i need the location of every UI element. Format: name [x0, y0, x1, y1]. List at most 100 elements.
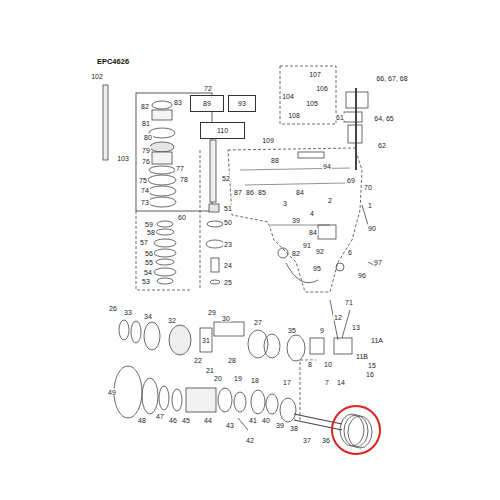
callout-number: 78: [179, 176, 189, 183]
callout-number: 44: [203, 417, 213, 424]
callout-number: 69: [346, 177, 356, 184]
callout-number: 108: [287, 112, 301, 119]
callout-number: 14: [336, 379, 346, 386]
callout-number: 25: [223, 279, 233, 286]
callout-number: 42: [245, 437, 255, 444]
callout-number: 10: [323, 361, 333, 368]
callout-number: 2: [327, 197, 333, 204]
callout-number: 70: [363, 184, 373, 191]
callout-number: 29: [207, 309, 217, 316]
callout-number: 60: [177, 214, 187, 221]
callout-number: 18: [250, 377, 260, 384]
callout-number: 84: [295, 189, 305, 196]
callout-number: 28: [227, 357, 237, 364]
callout-number: 39: [291, 217, 301, 224]
callout-number: 55: [144, 259, 154, 266]
box-number: 93: [238, 100, 246, 107]
callout-number: 80: [143, 134, 153, 141]
callout-number: 40: [261, 417, 271, 424]
callout-number: 7: [324, 379, 330, 386]
callout-number: 109: [261, 137, 275, 144]
callout-number: 102: [90, 73, 104, 80]
callout-number: 16: [365, 371, 375, 378]
callout-number: 74: [140, 187, 150, 194]
callout-number: 104: [281, 93, 295, 100]
reference-box: 93: [228, 95, 256, 112]
callout-number: 9: [319, 327, 325, 334]
callout-number: 53: [141, 278, 151, 285]
callout-number: 48: [137, 417, 147, 424]
callout-number: 82: [140, 103, 150, 110]
drawing-number: EPC4626: [96, 58, 130, 66]
callout-number: 12: [333, 314, 343, 321]
callout-number: 26: [108, 305, 118, 312]
callout-number: 86: [245, 189, 255, 196]
callout-number: 33: [123, 309, 133, 316]
callout-number: 41: [248, 417, 258, 424]
callout-number: 103: [116, 155, 130, 162]
callout-number: 77: [175, 165, 185, 172]
callout-number: 90: [367, 225, 377, 232]
callout-number: 24: [223, 262, 233, 269]
box-number: 110: [217, 127, 228, 134]
callout-number: 15: [367, 362, 377, 369]
callout-number: 97: [373, 259, 383, 266]
callout-number: 56: [144, 250, 154, 257]
callout-number: 79: [141, 147, 151, 154]
callout-number: 20: [213, 375, 223, 382]
highlight-circle: [332, 406, 380, 454]
callout-number: 6: [347, 249, 353, 256]
box-number: 89: [203, 100, 211, 107]
dashed-box: [280, 66, 336, 124]
reference-box: 89: [190, 95, 224, 112]
callout-number: 58: [146, 229, 156, 236]
callout-number: 62: [377, 142, 387, 149]
callout-number: 36: [321, 437, 331, 444]
callout-number: 66, 67, 68: [375, 75, 408, 82]
callout-number: 51: [223, 205, 233, 212]
callout-number: 19: [233, 375, 243, 382]
callout-number: 106: [315, 85, 329, 92]
callout-number: 45: [181, 417, 191, 424]
callout-number: 54: [143, 269, 153, 276]
callout-number: 22: [193, 357, 203, 364]
callout-number: 75: [138, 177, 148, 184]
callout-number: 32: [167, 317, 177, 324]
callout-number: 1: [367, 202, 373, 209]
callout-number: 11B: [355, 353, 369, 360]
callout-number: 59: [144, 221, 154, 228]
callout-number: 92: [315, 248, 325, 255]
callout-number: 23: [223, 241, 233, 248]
callout-number: 11A: [370, 337, 384, 344]
callout-number: 76: [141, 158, 151, 165]
reference-box: 110: [200, 122, 245, 139]
callout-number: 81: [141, 120, 151, 127]
callout-number: 85: [257, 189, 267, 196]
callout-number: 64, 65: [373, 115, 394, 122]
callout-number: 49: [107, 389, 117, 396]
callout-number: 31: [201, 337, 211, 344]
callout-number: 95: [312, 265, 322, 272]
callout-number: 72: [203, 85, 213, 92]
callout-number: 96: [357, 272, 367, 279]
callout-number: 71: [344, 299, 354, 306]
callout-number: 35: [287, 327, 297, 334]
callout-number: 38: [289, 425, 299, 432]
callout-number: 13: [351, 324, 361, 331]
callout-number: 4: [309, 210, 315, 217]
callout-number: 105: [305, 100, 319, 107]
callout-number: 61: [335, 114, 345, 121]
callout-number: 91: [302, 242, 312, 249]
callout-number: 83: [173, 99, 183, 106]
callout-number: 107: [308, 71, 322, 78]
callout-number: 43: [225, 422, 235, 429]
callout-number: 37: [302, 437, 312, 444]
callout-number: 27: [253, 319, 263, 326]
callout-number: 34: [143, 313, 153, 320]
callout-number: 8: [307, 361, 313, 368]
callout-number: 47: [155, 413, 165, 420]
callout-number: 17: [282, 379, 292, 386]
callout-number: 39: [275, 422, 285, 429]
callout-number: 82: [291, 250, 301, 257]
